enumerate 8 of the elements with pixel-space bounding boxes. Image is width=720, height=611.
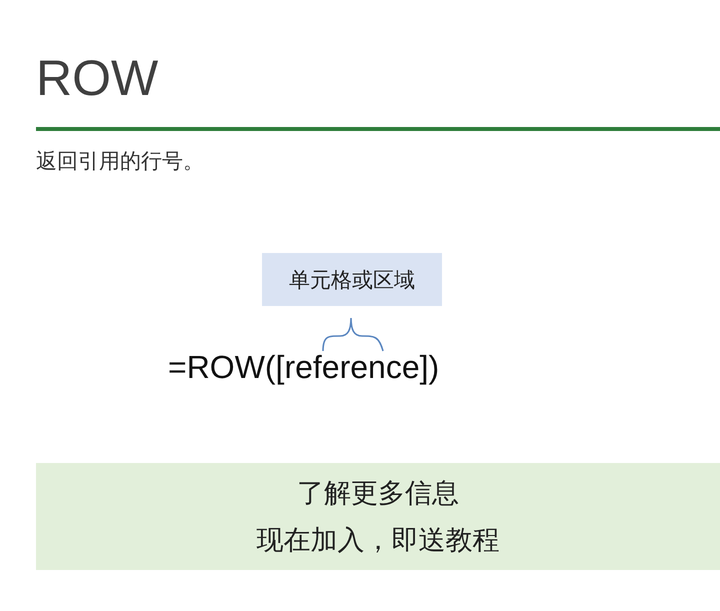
- title: ROW: [36, 49, 158, 108]
- formula-text: =ROW([reference]): [168, 348, 440, 387]
- promo-text: 现在加入，即送教程: [256, 524, 500, 558]
- annotation-box: [262, 253, 442, 306]
- promo-band: [36, 463, 720, 570]
- box-label: 单元格或区域: [289, 266, 415, 294]
- promo-text: 了解更多信息: [297, 476, 459, 511]
- description-text: 返回引用的行号。: [36, 148, 204, 175]
